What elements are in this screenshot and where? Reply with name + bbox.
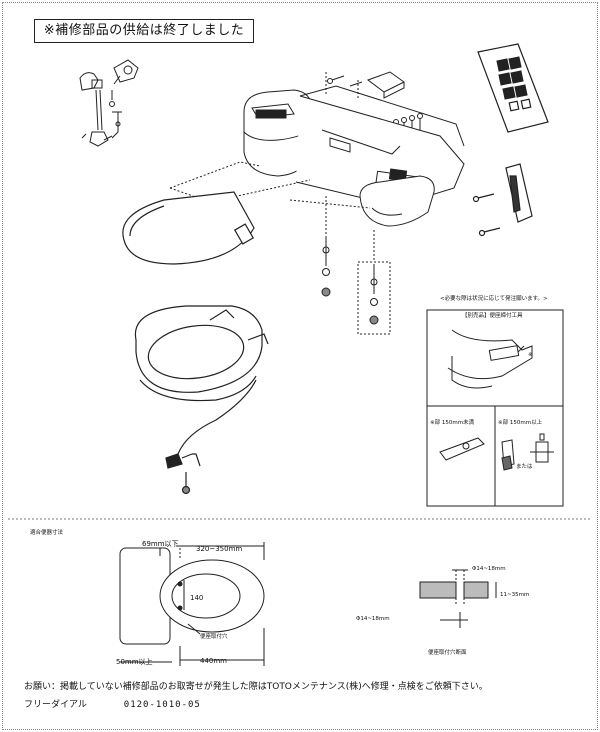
dimension-drawing [120, 542, 264, 666]
mounting-bolts [322, 236, 390, 334]
main-unit [170, 72, 464, 260]
freedial-line: フリーダイアル 0120-1010-05 [24, 697, 201, 710]
remote-holder [474, 164, 533, 236]
toilet-seat-ring [135, 306, 268, 494]
freedial-label: フリーダイアル [24, 700, 87, 710]
dim-140: 140 [190, 594, 204, 602]
tool-or-text: または [516, 464, 533, 470]
dim-320-350mm: 320~350mm [196, 545, 243, 553]
options-caption: <必要な際は状況に応じて発注願います。> [440, 296, 548, 302]
dim-phi14-bottom: Φ14~18mm [356, 616, 390, 622]
freedial-number: 0120-1010-05 [123, 700, 201, 710]
section-title: 適合便器寸法 [30, 530, 64, 536]
dim-11-35mm: 11~35mm [500, 592, 530, 598]
cross-section-label: 便座取付穴断面 [428, 650, 467, 656]
maintenance-request-text: お願い：掲載していない補修部品のお取寄せが発生した際はTOTOメンテナンス(株)… [24, 682, 488, 692]
dim-440mm: 440mm [200, 657, 227, 665]
seat-lid [123, 192, 254, 264]
remote-control [478, 44, 548, 132]
options-subtitle: 【別売品】便座締付工具 [462, 313, 523, 319]
dim-69mm: 69mm以下 [142, 540, 179, 548]
dim-phi14-top: Φ14~18mm [472, 566, 506, 572]
dim-50mm: 50mm以上 [116, 658, 153, 666]
hole-cross-section [420, 570, 496, 628]
tool-label-over-150: ※部 150mm以上 [498, 420, 543, 426]
water-valve-parts [80, 60, 138, 146]
hole-label: 便座取付穴 [200, 634, 228, 640]
discontinued-notice: ※補修部品の供給は終了しました [34, 19, 254, 43]
tool-label-under-150: ※部 150mm未満 [430, 420, 475, 426]
options-panel-box [427, 310, 563, 506]
options-asterisk: ※ [528, 352, 533, 358]
